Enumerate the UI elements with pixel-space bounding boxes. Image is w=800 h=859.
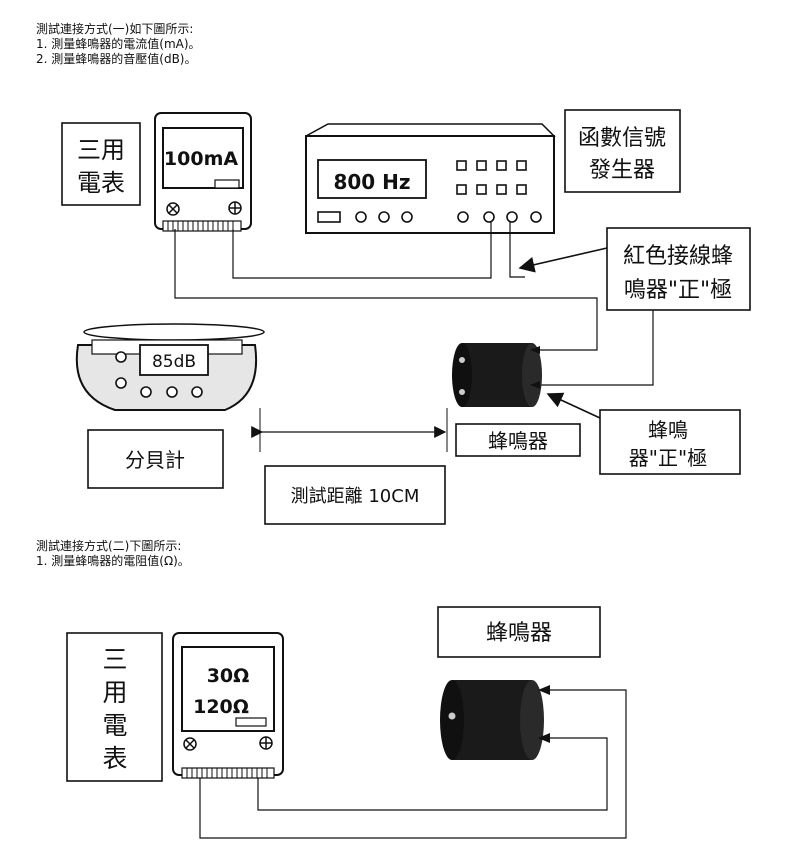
- red-wire-label-line-2: 鳴器"正"極: [624, 278, 732, 303]
- buzzer-positive-label-line-2: 器"正"極: [629, 446, 707, 470]
- multimeter-label-box-2: 三 用 電 表: [66, 632, 163, 782]
- generator-knobs: [355, 211, 542, 223]
- positive-terminal-icon-2: [259, 736, 273, 750]
- multimeter2-label-char-2: 用: [102, 678, 127, 707]
- setup1-instructions: 測試連接方式(一)如下圖所示: 1. 測量蜂鳴器的電流值(mA)。 2. 測量蜂…: [36, 22, 201, 67]
- distance-label-box: 測試距離 10CM: [264, 465, 446, 525]
- setup1-heading: 測試連接方式(一)如下圖所示:: [36, 22, 194, 36]
- buzzer-positive-pointer-arrow: [546, 392, 601, 419]
- setup2-item-1: 1. 測量蜂鳴器的電阻值(Ω)。: [36, 554, 190, 568]
- setup1-item-1: 1. 測量蜂鳴器的電流值(mA)。: [36, 37, 201, 51]
- setup1-item-2: 2. 測量蜂鳴器的音壓值(dB)。: [36, 52, 197, 66]
- decibel-reading: 85dB: [152, 352, 196, 372]
- generator-reading: 800 Hz: [333, 170, 410, 194]
- wires-setup-1: [174, 222, 654, 386]
- setup2-heading: 測試連接方式(二)下圖所示:: [36, 539, 182, 553]
- buzzer-label-box-1: 蜂鳴器: [455, 423, 581, 457]
- generator-label-line-1: 函數信號: [578, 126, 666, 151]
- generator-buttons: [456, 160, 527, 195]
- buzzer-positive-label-line-1: 蜂鳴: [648, 418, 688, 442]
- decibel-meter-label-box: 分貝計: [87, 429, 224, 489]
- multimeter-1: 100mA: [154, 112, 252, 232]
- buzzer-label-2: 蜂鳴器: [486, 621, 552, 646]
- generator-label-line-2: 發生器: [589, 158, 655, 183]
- wires-setup-2: [199, 689, 627, 839]
- negative-terminal-icon-2: [183, 737, 197, 751]
- multimeter-label-line-1: 三用: [77, 136, 125, 164]
- setup2-instructions: 測試連接方式(二)下圖所示: 1. 測量蜂鳴器的電阻值(Ω)。: [36, 539, 190, 569]
- buzzer-2: [440, 680, 550, 760]
- red-wire-label-line-1: 紅色接線蜂: [623, 244, 733, 269]
- resistance-reading-1: 30Ω: [207, 665, 250, 687]
- red-wire-label-box: 紅色接線蜂 鳴器"正"極: [606, 227, 751, 311]
- multimeter2-label-char-3: 電: [102, 711, 127, 740]
- red-wire-pointer-arrow: [518, 247, 608, 273]
- multimeter-label-line-2: 電表: [77, 169, 125, 197]
- resistance-reading-2: 120Ω: [193, 696, 249, 718]
- decibel-meter-label: 分貝計: [125, 448, 185, 472]
- multimeter-label-box-1: 三用 電表: [61, 122, 141, 206]
- multimeter-2: 30Ω 120Ω: [172, 632, 284, 779]
- function-generator: 800 Hz: [305, 123, 556, 234]
- buzzer-label-1: 蜂鳴器: [488, 429, 548, 453]
- decibel-meter: 85dB: [75, 323, 265, 411]
- positive-terminal-icon: [228, 201, 242, 215]
- multimeter-reading-1: 100mA: [164, 148, 238, 170]
- distance-label: 測試距離 10CM: [291, 486, 420, 507]
- multimeter2-label-char-4: 表: [102, 744, 127, 773]
- negative-terminal-icon: [166, 202, 180, 216]
- buzzer-positive-label-box: 蜂鳴 器"正"極: [599, 409, 741, 475]
- multimeter2-label-char-1: 三: [102, 645, 127, 674]
- distance-dimension: [251, 408, 448, 452]
- buzzer-label-box-2: 蜂鳴器: [437, 606, 601, 658]
- generator-label-box: 函數信號 發生器: [564, 109, 681, 193]
- buzzer-1: [452, 343, 542, 407]
